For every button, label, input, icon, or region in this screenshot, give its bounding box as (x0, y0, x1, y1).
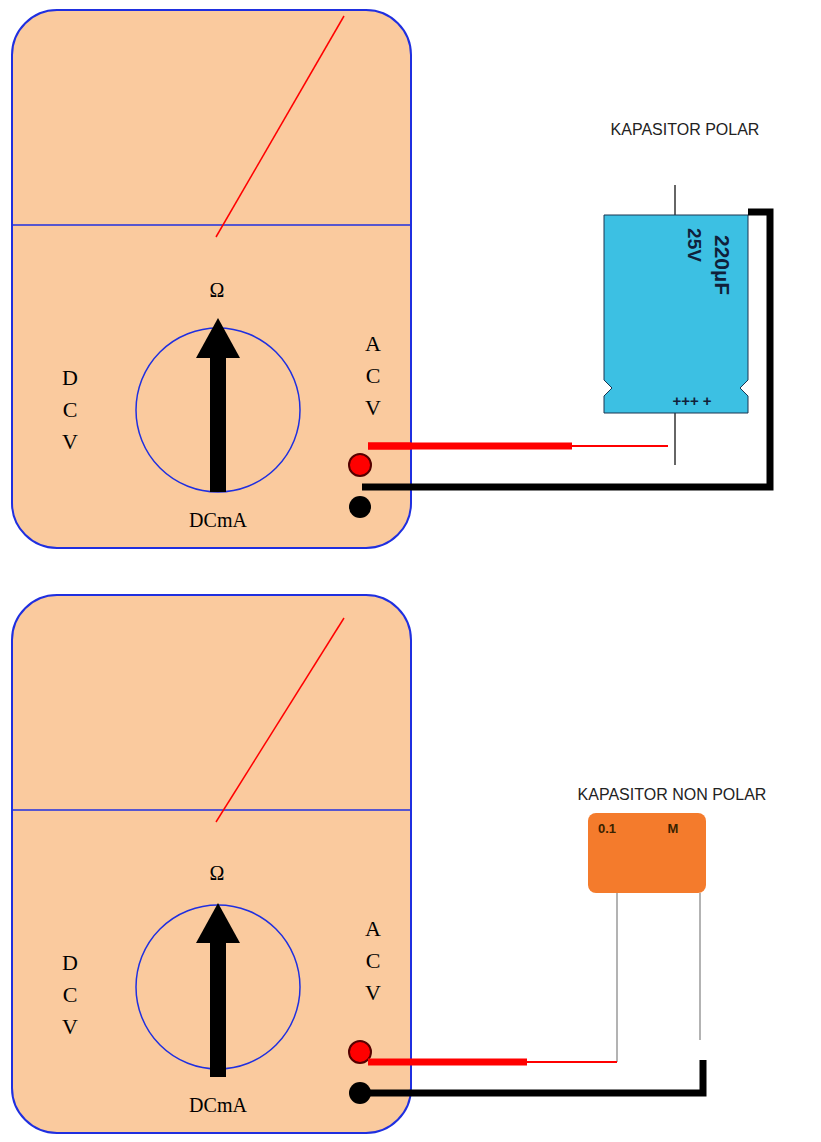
selector-arrow (196, 903, 240, 943)
red-probe-wire (368, 1059, 527, 1066)
range-label: DCmA (189, 1094, 247, 1117)
range-label: D C V (59, 947, 81, 1043)
component-heading: KAPASITOR NON POLAR (578, 786, 767, 804)
tolerance-code: M (668, 821, 679, 836)
range-label: DCmA (189, 509, 247, 532)
selector-shaft (210, 356, 226, 492)
multimeter-drawing (12, 10, 411, 548)
red-terminal (349, 1041, 371, 1063)
range-symbol: Ω (210, 279, 225, 302)
scale-divider (12, 809, 411, 811)
red-terminal (349, 454, 371, 476)
polar-capacitor-drawing (604, 185, 748, 465)
component-heading: KAPASITOR POLAR (611, 121, 760, 139)
voltage-rating: 25V (683, 228, 705, 262)
range-label: A C V (362, 328, 384, 424)
range-symbol: Ω (210, 862, 225, 885)
capacitance-value: 0.1 (598, 821, 616, 836)
capacitor-lead (699, 893, 701, 1040)
red-probe-wire (368, 443, 572, 450)
black-terminal (349, 496, 371, 518)
selector-shaft (210, 941, 226, 1077)
meter-needle (216, 16, 344, 237)
selector-arrow (196, 318, 240, 358)
capacitor-body (588, 813, 706, 893)
black-probe-wire (362, 484, 411, 491)
capacitor-lead (616, 893, 618, 1062)
nonpolar-capacitor: KAPASITOR NON POLAR0.1M (588, 813, 706, 1060)
polar-capacitor: KAPASITOR POLAR220µF25V+++ + (604, 185, 748, 465)
multimeter-body: Ω D C V A C V DCmA (12, 10, 411, 548)
meter-housing (12, 595, 411, 1133)
black-probe-wire (362, 1090, 411, 1097)
capacitance-value: 220µF (710, 235, 734, 295)
capacitor-body (604, 215, 748, 413)
multimeter-drawing (12, 595, 411, 1133)
meter-housing (12, 10, 411, 548)
range-label: A C V (362, 913, 384, 1009)
nonpolar-capacitor-drawing (588, 813, 706, 1062)
range-label: D C V (59, 362, 81, 458)
red-probe-tip (604, 445, 668, 447)
multimeter-body: Ω D C V A C V DCmA (12, 595, 411, 1133)
scale-divider (12, 224, 411, 226)
red-probe-tip (588, 1061, 617, 1063)
meter-needle (216, 618, 344, 822)
polarity-mark: +++ + (672, 392, 711, 409)
